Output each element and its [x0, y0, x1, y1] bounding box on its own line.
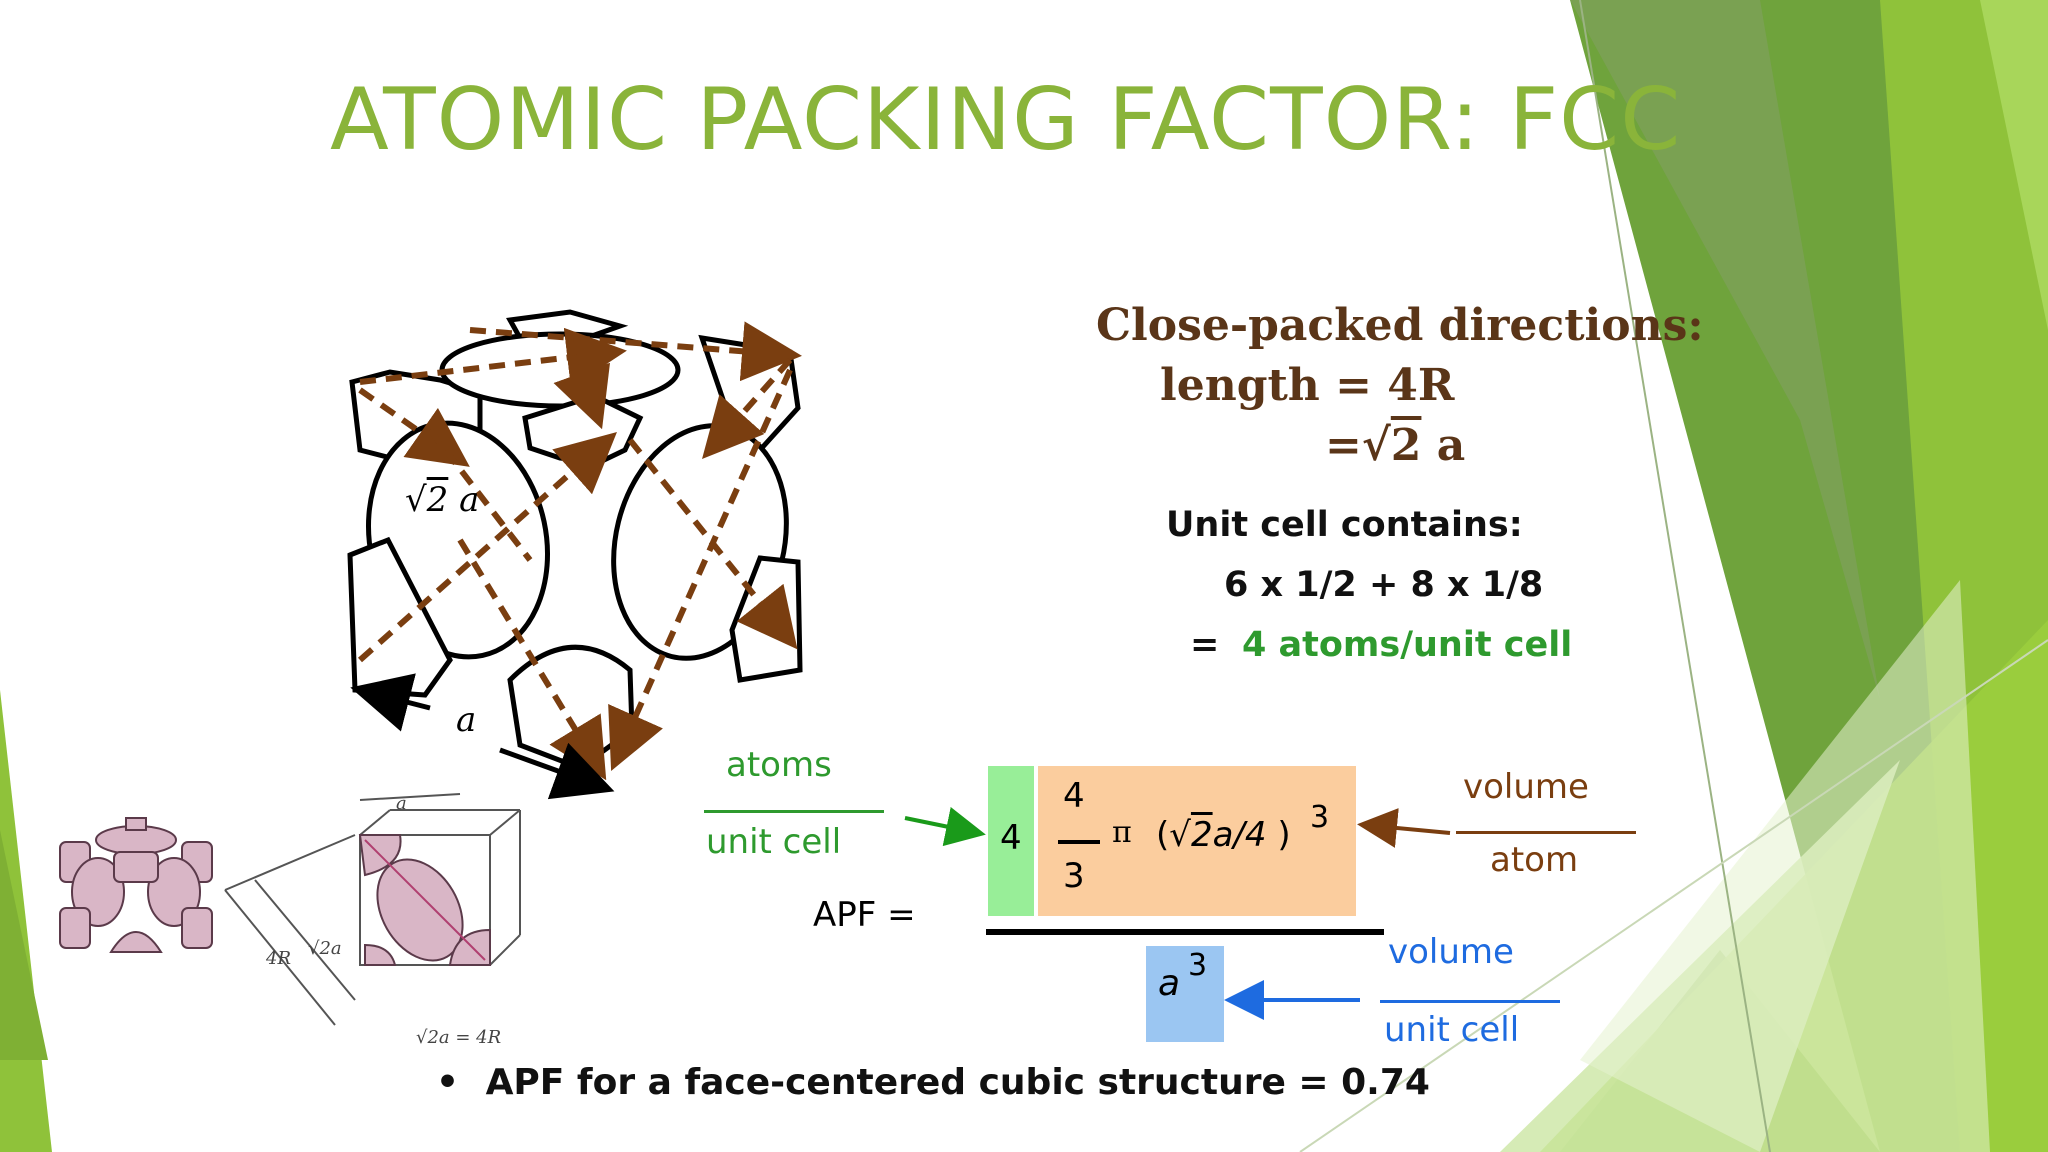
unit-cell-result: 4 atoms/unit cell	[1242, 625, 1573, 665]
apf-bullet: • APF for a face-centered cubic structur…	[436, 1062, 1430, 1103]
small-face-diagram	[224, 793, 521, 1026]
small-4r-label: 4R	[266, 948, 292, 969]
volume-cell-bar	[1380, 1000, 1560, 1003]
atom-corner-bottom-left	[347, 536, 453, 698]
atoms-box	[988, 766, 1034, 916]
frac-numerator: 4	[1063, 776, 1085, 816]
arrow-dir-6	[358, 432, 617, 663]
cell-volume-box	[1146, 946, 1224, 1042]
edge-arrow-left	[350, 673, 431, 732]
sqrt-symbol: √	[405, 480, 427, 520]
bullet-text: APF for a face-centered cubic structure …	[485, 1062, 1430, 1103]
root2a-var: a	[459, 480, 480, 520]
frac-denominator: 3	[1063, 856, 1085, 896]
sqrt-symbol-3: √	[1169, 815, 1191, 855]
atoms-fraction-bar	[704, 810, 884, 813]
page-title: ATOMIC PACKING FACTOR: FCC	[330, 70, 1682, 170]
edge-a-label: a	[456, 700, 477, 740]
pi-symbol: π	[1112, 815, 1132, 850]
facet-line	[1579, 0, 1771, 1152]
a-over-4: a/4	[1212, 815, 1267, 855]
volume-label-2: volume	[1388, 932, 1514, 972]
small-equation-label: √2a = 4R	[416, 1027, 502, 1048]
volume-term: (√2a/4 )	[1156, 815, 1291, 855]
close-packed-heading: Close-packed directions:	[1096, 300, 1704, 351]
atom-volume-arrow	[1357, 808, 1451, 848]
sqrt-symbol-2: √	[1361, 420, 1391, 471]
volume-label-1: volume	[1463, 767, 1589, 807]
atoms-number: 4	[1000, 818, 1022, 858]
facet-left-2	[0, 830, 48, 1060]
small-a-label: a	[396, 793, 407, 814]
close-packed-var: a	[1436, 420, 1466, 471]
unit-cell-equals: =	[1190, 625, 1220, 665]
apf-fraction-bar	[986, 929, 1384, 935]
arrow-dir-8	[627, 438, 798, 650]
arrow-dir-10	[427, 428, 533, 562]
facet-top-light	[1980, 0, 2048, 330]
unit-cell-heading: Unit cell contains:	[1166, 505, 1523, 545]
volume-atom-bar	[1456, 831, 1636, 834]
arrow-dir-2	[469, 321, 802, 382]
arrow-dir-1	[359, 327, 627, 388]
denominator-var: a	[1158, 963, 1181, 1004]
root2a-label: √2 a	[405, 480, 479, 520]
apf-label: APF =	[813, 895, 916, 935]
close-packed-arrows	[358, 321, 802, 781]
edge-arrow-right	[499, 742, 615, 800]
frac-bar	[1058, 840, 1100, 844]
paren-close: )	[1277, 815, 1291, 855]
paren-open: (	[1156, 815, 1170, 855]
atoms-arrow	[904, 806, 986, 847]
small-root2a-label: √2a	[308, 938, 342, 959]
arrow-dir-7	[457, 538, 607, 781]
facet-line-2	[1299, 639, 2048, 1152]
eq-prefix: =	[1325, 420, 1362, 471]
close-packed-root2a: =√2 a	[1325, 420, 1465, 471]
facet-pale-2	[1580, 580, 1990, 1152]
atom-label: atom	[1490, 840, 1579, 880]
unit-cell-expression: 6 x 1/2 + 8 x 1/8	[1224, 565, 1544, 605]
unit-cell-label-2: unit cell	[1384, 1010, 1520, 1050]
close-packed-length: length = 4R	[1160, 360, 1455, 411]
atoms-label: atoms	[726, 745, 832, 785]
unit-cell-label-1: unit cell	[706, 822, 842, 862]
fcc-unit-cell-figure	[347, 309, 803, 800]
facet-muted	[1570, 0, 1880, 700]
arrow-dir-9	[608, 368, 793, 771]
radicand-3: 2	[1190, 815, 1213, 855]
denominator-exp: 3	[1188, 948, 1208, 983]
arrow-dir-5	[553, 338, 611, 430]
radicand-2: 2	[1390, 420, 1422, 471]
bullet-dot: •	[436, 1062, 460, 1103]
small-fcc-cluster	[59, 817, 213, 953]
root2a-radicand: 2	[426, 480, 449, 520]
cube-exponent: 3	[1310, 800, 1330, 835]
arrow-dir-4	[702, 358, 793, 459]
arrow-dir-3	[358, 387, 470, 467]
